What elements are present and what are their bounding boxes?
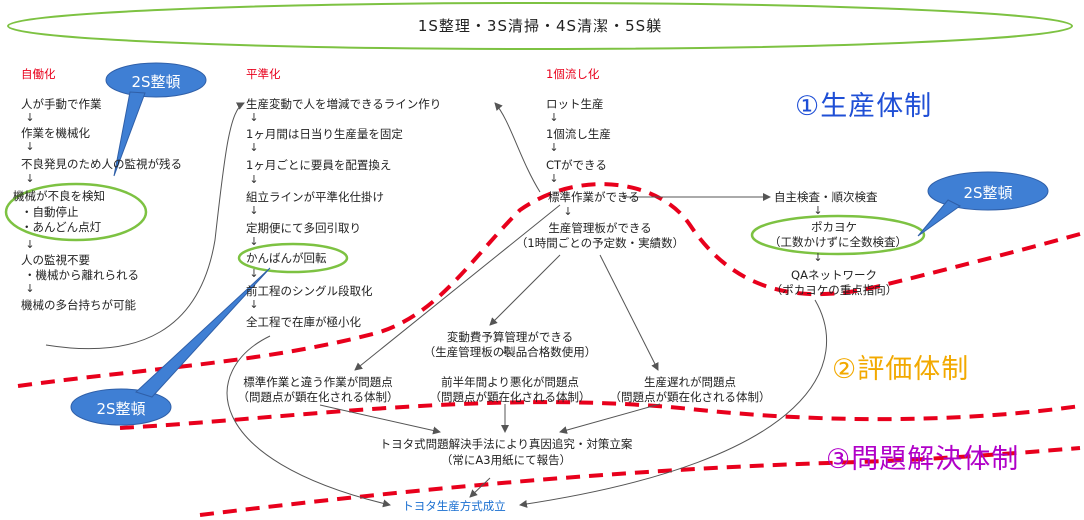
connector-standard-to-std-problem: [354, 204, 561, 371]
callout-shape-right: [917, 171, 1049, 237]
flow-step-control-board: 生産管理板ができる: [548, 221, 652, 235]
arrow-down: ↓: [25, 140, 35, 153]
flow-step-ct: CTができる: [546, 158, 607, 172]
arrow-down: ↓: [25, 172, 35, 185]
kensa-step-pokayoke: ポカヨケ: [811, 220, 857, 234]
heijunka-heading: 平準化: [246, 67, 281, 81]
banner-ellipse: [7, 2, 1073, 50]
connector-control-to-cost: [489, 254, 561, 326]
eval-production-delay: 生産遅れが問題点: [644, 375, 736, 389]
arrow-down: ↓: [563, 205, 573, 218]
heijunka-step-fixed: 1ヶ月間は日当り生産量を固定: [246, 127, 403, 141]
heijunka-step-milkrun: 定期便にて多回引取り: [246, 221, 361, 235]
eval-standard-deviation: 標準作業と違う作業が問題点: [243, 375, 393, 389]
callout-shape-left: [105, 62, 207, 177]
flow-step-control-board-note: （1時間ごとの予定数・実績数）: [515, 236, 685, 250]
zone-label-problem-solving: ③問題解決体制: [826, 444, 1020, 475]
heijunka-step-kanban: かんばんが回転: [246, 251, 327, 265]
heijunka-step-line: 生産変動で人を増減できるライン作り: [246, 97, 442, 111]
connector-control-to-delay: [599, 254, 659, 371]
heijunka-step-setup: 前工程のシングル段取化: [246, 284, 373, 298]
eval-worse-than-before-note: （問題点が顕在化される体制）: [429, 390, 591, 404]
zone-label-evaluation: ②評価体制: [832, 354, 970, 385]
zone-boundary-2: [119, 400, 1081, 430]
jidoka-step-detect: 機械が不良を検知: [13, 189, 105, 203]
flow-heading: 1個流し化: [546, 67, 600, 81]
eval-worse-than-before: 前半年間より悪化が問題点: [441, 375, 579, 389]
connector-delay-to-method: [559, 403, 661, 434]
solve-toyota-method-note: （常にA3用紙にて報告）: [440, 453, 572, 467]
connector-jidoka-to-heijunka: [45, 102, 245, 350]
heijunka-step-inventory: 全工程で在庫が極小化: [246, 315, 361, 329]
flow-step-onepiece: 1個流し生産: [546, 127, 611, 141]
connector-qa-to-result: [519, 299, 827, 508]
eval-production-delay-note: （問題点が顕在化される体制）: [609, 390, 771, 404]
kensa-step-pokayoke-note: （工数かけずに全数検査）: [769, 235, 907, 249]
arrow-down: ↓: [25, 111, 35, 124]
solve-toyota-method: トヨタ式問題解決手法により真因追究・対策立案: [379, 437, 633, 451]
callout-seiton-left: 2S整頓: [131, 73, 181, 91]
arrow-down: ↓: [249, 204, 259, 217]
arrow-down: ↓: [249, 173, 259, 186]
jidoka-step-andon: ・あんどん点灯: [21, 220, 102, 234]
connector-heijunka-to-result: [226, 335, 391, 508]
arrow-down: ↓: [500, 344, 510, 357]
eval-cost-control-note: （生産管理板の製品合格数使用）: [423, 345, 597, 359]
flow-step-lot: ロット生産: [546, 97, 604, 111]
arrow-down: ↓: [549, 141, 559, 154]
callout-seiton-right: 2S整頓: [963, 184, 1013, 202]
kensa-step-qa-network: QAネットワーク: [791, 268, 877, 282]
heijunka-step-rotate: 1ヶ月ごとに要員を配置換え: [246, 158, 392, 172]
arrow-down: ↓: [249, 141, 259, 154]
arrow-down: ↓: [25, 238, 35, 251]
arrow-down: ↓: [813, 251, 823, 264]
kensa-step-qa-network-note: （ポカヨケの重点指向）: [770, 283, 898, 297]
zone-label-production: ①生産体制: [795, 91, 933, 122]
jidoka-step-manual: 人が手動で作業: [21, 97, 102, 111]
eval-cost-control: 変動費予算管理ができる: [446, 330, 574, 344]
banner-text: 1S整理・3S清掃・4S清潔・5S躾: [417, 17, 663, 35]
arrow-down: ↓: [549, 111, 559, 124]
jidoka-step-autostop: ・自動停止: [21, 205, 79, 219]
arrow-down: ↓: [249, 267, 259, 280]
arrow-down: ↓: [549, 172, 559, 185]
highlight-oval-kanban: [237, 242, 349, 274]
zone-boundary-3: [199, 446, 1081, 517]
heijunka-step-assembly: 組立ラインが平準化仕掛け: [246, 190, 384, 204]
jidoka-heading: 自働化: [21, 67, 56, 81]
jidoka-step-monitor: 不良発見のため人の監視が残る: [21, 157, 182, 171]
arrow-down: ↓: [249, 235, 259, 248]
arrow-down: ↓: [249, 111, 259, 124]
jidoka-step-multi: 機械の多台持ちが可能: [21, 298, 136, 312]
eval-standard-deviation-note: （問題点が顕在化される体制）: [237, 390, 399, 404]
callout-seiton-mid: 2S整頓: [96, 400, 146, 418]
connector-method-to-result: [469, 477, 491, 498]
kensa-step-self-check: 自主検査・順次検査: [774, 190, 878, 204]
highlight-oval-jidoka: [4, 182, 148, 242]
jidoka-step-leave: ・機械から離れられる: [24, 268, 139, 282]
connector-std-to-method: [319, 404, 441, 435]
arrow-down: ↓: [813, 204, 823, 217]
jidoka-step-mechanize: 作業を機械化: [21, 126, 90, 140]
callout-shape-mid: [70, 267, 271, 426]
result-tps-established: トヨタ生産方式成立: [402, 499, 506, 513]
arrow-down: ↓: [25, 282, 35, 295]
connector-flow-to-heijunka: [494, 102, 541, 193]
flow-step-standard-work: 標準作業ができる: [548, 190, 640, 204]
zone-boundary-1: [17, 182, 1081, 388]
highlight-oval-pokayoke: [750, 214, 926, 256]
arrow-down: ↓: [249, 298, 259, 311]
jidoka-step-no-monitor: 人の監視不要: [21, 253, 90, 267]
